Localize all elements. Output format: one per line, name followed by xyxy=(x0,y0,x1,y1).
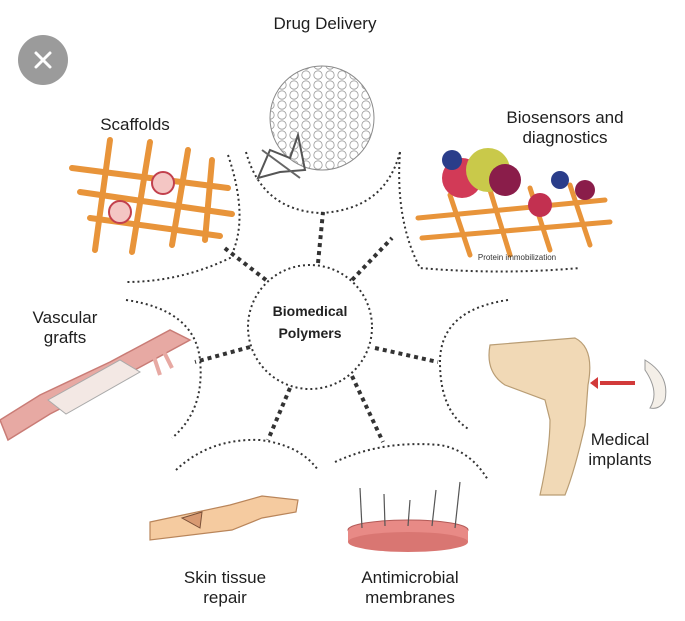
membrane-bottom xyxy=(348,532,468,552)
label-medical-implants: Medical implants xyxy=(588,430,652,469)
artery-branch xyxy=(148,339,174,376)
arc-skin-repair xyxy=(175,438,319,471)
scaffold-fiber xyxy=(202,157,215,243)
membrane-strand xyxy=(431,489,437,527)
label-scaffolds: Scaffolds xyxy=(100,115,170,134)
biosensor-fiber xyxy=(567,182,593,248)
scaffold-fiber xyxy=(87,215,223,239)
protein-blob xyxy=(442,150,462,170)
connector-scaffolds xyxy=(220,244,268,282)
scaffold-fiber xyxy=(129,139,153,255)
scaffolds-illustration xyxy=(69,137,235,255)
label-antimicrobial: Antimicrobial membranes xyxy=(361,568,459,607)
center-label: Biomedical Polymers xyxy=(272,303,348,341)
label-biosensors-caption: Protein immobilization xyxy=(477,253,557,262)
label-vascular: Vascular grafts xyxy=(32,308,98,347)
wound-patch xyxy=(180,511,203,529)
scaffold-fiber xyxy=(69,165,231,191)
connector-antimicrobial xyxy=(350,375,385,443)
outer-arcs xyxy=(125,151,581,481)
implant-cap xyxy=(644,359,667,409)
membrane-strand xyxy=(454,481,461,529)
scaffold-fiber xyxy=(92,137,113,253)
connector-skin-repair xyxy=(266,387,292,441)
protein-blob xyxy=(575,180,595,200)
arc-vascular xyxy=(125,299,202,439)
bone-shape xyxy=(488,337,591,496)
arc-medical-implants xyxy=(438,299,509,431)
drug-molecule-stick xyxy=(261,149,301,179)
nanoparticle-sphere xyxy=(269,65,375,171)
close-icon[interactable] xyxy=(18,35,68,85)
connector-drug-delivery xyxy=(316,211,325,264)
connector-vascular xyxy=(194,345,251,364)
biosensor-fiber xyxy=(419,219,613,241)
label-skin-repair: Skin tissue repair xyxy=(183,568,267,607)
biosensor-fiber xyxy=(487,187,513,258)
membrane-strand xyxy=(407,499,411,527)
protein-blob xyxy=(551,171,569,189)
drug-delivery-illustration xyxy=(256,65,375,180)
label-biosensors: Biosensors and diagnostics xyxy=(506,108,624,147)
label-drug-delivery: Drug Delivery xyxy=(273,14,377,33)
arm-shape xyxy=(149,495,299,541)
biosensor-fiber xyxy=(447,192,473,258)
connector-medical-implants xyxy=(374,346,439,364)
center-circle xyxy=(247,264,373,390)
protein-blob xyxy=(489,164,521,196)
vascular-illustration xyxy=(0,329,192,442)
scaffold-cell xyxy=(108,200,132,224)
skin-repair-illustration xyxy=(149,495,299,541)
scaffold-cell xyxy=(151,171,175,195)
connectors xyxy=(194,211,439,443)
biosensors-illustration xyxy=(415,148,613,258)
close-glyph xyxy=(34,51,52,69)
connector-biosensors xyxy=(350,236,394,282)
arc-antimicrobial xyxy=(334,443,489,481)
implant-illustration xyxy=(488,337,667,496)
membrane-strand xyxy=(383,493,386,527)
implant-arrowhead xyxy=(590,377,598,389)
graft-segment xyxy=(47,359,141,415)
drug-molecule xyxy=(256,131,307,180)
scaffold-fiber xyxy=(169,147,191,248)
antimicrobial-illustration xyxy=(347,481,469,552)
protein-blob xyxy=(528,193,552,217)
membrane-strand xyxy=(359,487,363,529)
arc-scaffolds xyxy=(125,154,241,283)
